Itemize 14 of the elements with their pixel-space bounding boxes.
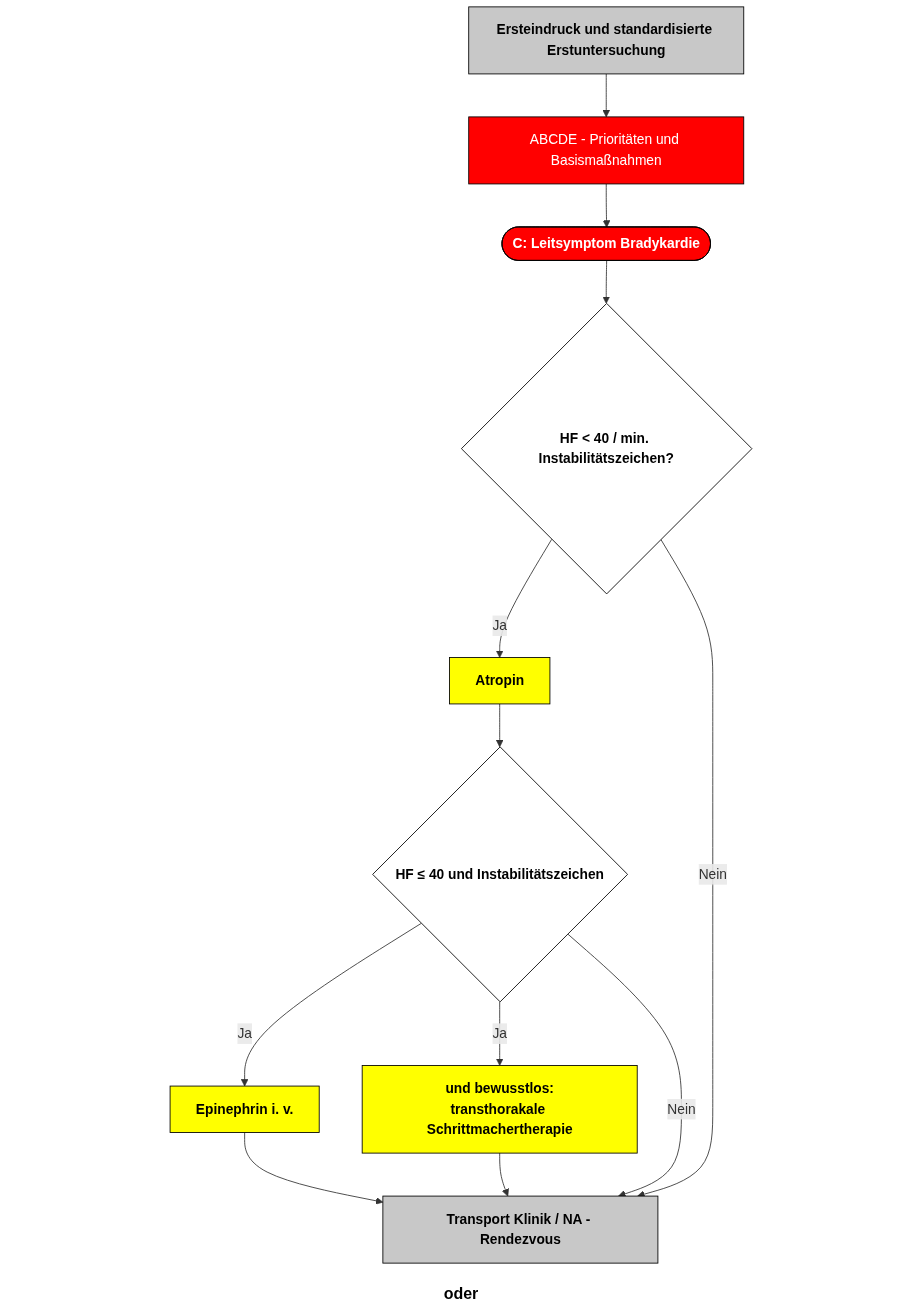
edge-label: Ja (492, 617, 507, 633)
edge-label: Nein (698, 866, 727, 882)
node-diamond: HF ≤ 40 und Instabilitätszeichen (372, 746, 628, 1003)
note-text: oder (443, 1285, 479, 1302)
node-box: Ersteindruck und standardisierte Erstuntersuchung (468, 6, 745, 75)
node-box: und bewusstlos: transthorakale Schrittmachertherapie (361, 1065, 638, 1154)
node-box: Epinephrin i. v. (169, 1085, 320, 1133)
node-box: Transport Klinik / NA - Rendezvous (382, 1195, 659, 1264)
edge-label: Ja (237, 1025, 252, 1041)
node-box: Atropin (449, 657, 551, 705)
edge-label: Ja (492, 1025, 507, 1041)
node-diamond: HF < 40 / min. Instabilitätszeichen? (461, 302, 753, 595)
edge-label: Nein (667, 1101, 696, 1117)
node-box: ABCDE - Prioritäten und Basismaßnahmen (468, 116, 745, 185)
